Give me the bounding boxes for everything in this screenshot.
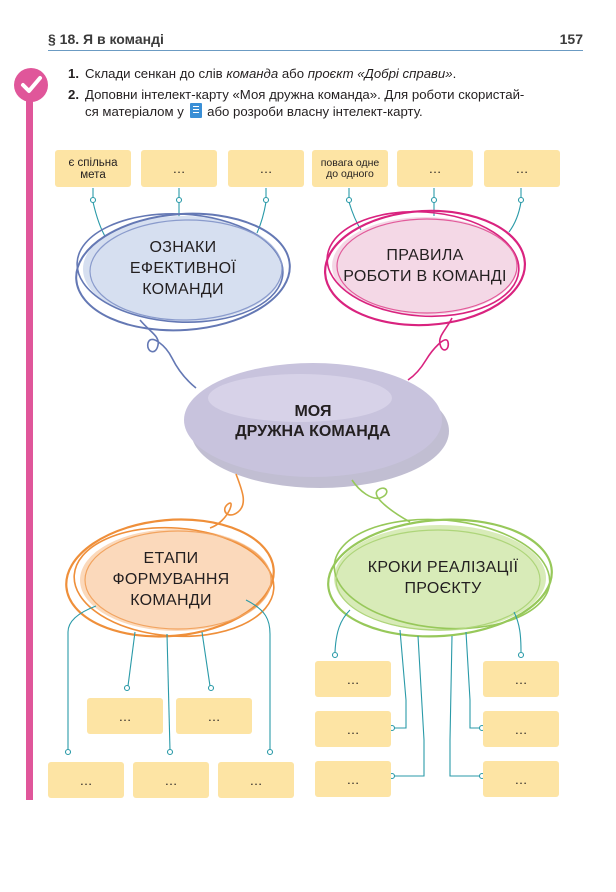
steps-left-box-1[interactable]: …: [315, 661, 391, 697]
task-emphasis: проєкт «Добрі справи»: [307, 66, 453, 81]
stages-label-line: КОМАНДИ: [130, 591, 212, 609]
task-2: 2. Доповни інтелект-карту «Моя дружна ко…: [68, 86, 568, 120]
stages-mid-box-1[interactable]: …: [87, 698, 163, 734]
margin-bar: [26, 95, 33, 800]
center-label-line: МОЯ: [294, 403, 332, 420]
rules-box-2[interactable]: …: [397, 150, 473, 187]
rules-label: ПРАВИЛА РОБОТИ В КОМАНДІ: [330, 244, 520, 288]
task-text-part: або розроби власну інтелект-карту.: [203, 104, 423, 119]
signs-box-1[interactable]: є спільна мета: [55, 150, 131, 187]
task-1: 1. Склади сенкан до слів команда або про…: [68, 65, 568, 82]
rules-label-line: ПРАВИЛА: [386, 247, 464, 264]
stages-label: ЕТАПИ ФОРМУВАННЯ КОМАНДИ: [86, 546, 256, 612]
steps-right-box-2[interactable]: …: [483, 711, 559, 747]
signs-label-line: КОМАНДИ: [142, 280, 224, 298]
signs-box-2[interactable]: …: [141, 150, 217, 187]
steps-left-box-3[interactable]: …: [315, 761, 391, 797]
rules-bubble: [323, 209, 527, 381]
signs-label: ОЗНАКИ ЕФЕКТИВНОЇ КОМАНДИ: [98, 236, 268, 300]
steps-right-box-3[interactable]: …: [483, 761, 559, 797]
center-bubble: [184, 363, 449, 488]
rules-box-1[interactable]: повага одне до одного: [312, 150, 388, 187]
task-text: Доповни інтелект-карту «Моя дружна коман…: [85, 86, 524, 120]
header-rule: [48, 50, 583, 51]
steps-connectors: [331, 609, 525, 780]
task-number: 2.: [68, 87, 79, 102]
stages-bottom-box-3[interactable]: …: [218, 762, 294, 798]
task-text-part: або: [278, 66, 308, 81]
rules-label-line: РОБОТИ В КОМАНДІ: [343, 268, 507, 285]
stages-bottom-box-2[interactable]: …: [133, 762, 209, 798]
stages-connectors: [64, 599, 274, 756]
signs-box-3[interactable]: …: [228, 150, 304, 187]
stages-bubble: [65, 473, 275, 638]
task-text-part: .: [452, 66, 457, 81]
task-text: Склади сенкан до слів команда або проєкт…: [85, 65, 456, 82]
center-label-line: ДРУЖНА КОМАНДА: [235, 423, 391, 440]
book-icon: [189, 103, 202, 118]
signs-label-line: ОЗНАКИ: [149, 238, 217, 256]
page-number: 157: [559, 31, 583, 47]
task-text-line: Доповни інтелект-карту «Моя дружна коман…: [85, 87, 525, 102]
stages-mid-box-2[interactable]: …: [176, 698, 252, 734]
signs-label-line: ЕФЕКТИВНОЇ: [129, 259, 237, 277]
signs-bubble: [75, 212, 291, 389]
steps-label-line: КРОКИ РЕАЛІЗАЦІЇ: [367, 559, 519, 576]
stages-label-line: ФОРМУВАННЯ: [112, 570, 230, 588]
steps-bubble: [327, 479, 553, 638]
steps-label-line: ПРОЄКТУ: [404, 580, 482, 597]
stages-bottom-box-1[interactable]: …: [48, 762, 124, 798]
task-number: 1.: [68, 66, 79, 81]
task-list: 1. Склади сенкан до слів команда або про…: [68, 65, 568, 124]
task-text-part: ся матеріалом у: [85, 104, 188, 119]
steps-left-box-2[interactable]: …: [315, 711, 391, 747]
signs-connectors: [89, 188, 270, 239]
section-title: § 18. Я в команді: [48, 31, 164, 47]
task-text-part: Склади сенкан до слів: [85, 66, 227, 81]
checkmark-icon: [14, 68, 48, 102]
stages-label-line: ЕТАПИ: [143, 549, 199, 567]
center-label: МОЯ ДРУЖНА КОМАНДА: [203, 402, 423, 442]
steps-label: КРОКИ РЕАЛІЗАЦІЇ ПРОЄКТУ: [344, 556, 542, 600]
rules-box-3[interactable]: …: [484, 150, 560, 187]
rules-connectors: [345, 188, 525, 233]
steps-right-box-1[interactable]: …: [483, 661, 559, 697]
task-emphasis: команда: [226, 66, 279, 81]
